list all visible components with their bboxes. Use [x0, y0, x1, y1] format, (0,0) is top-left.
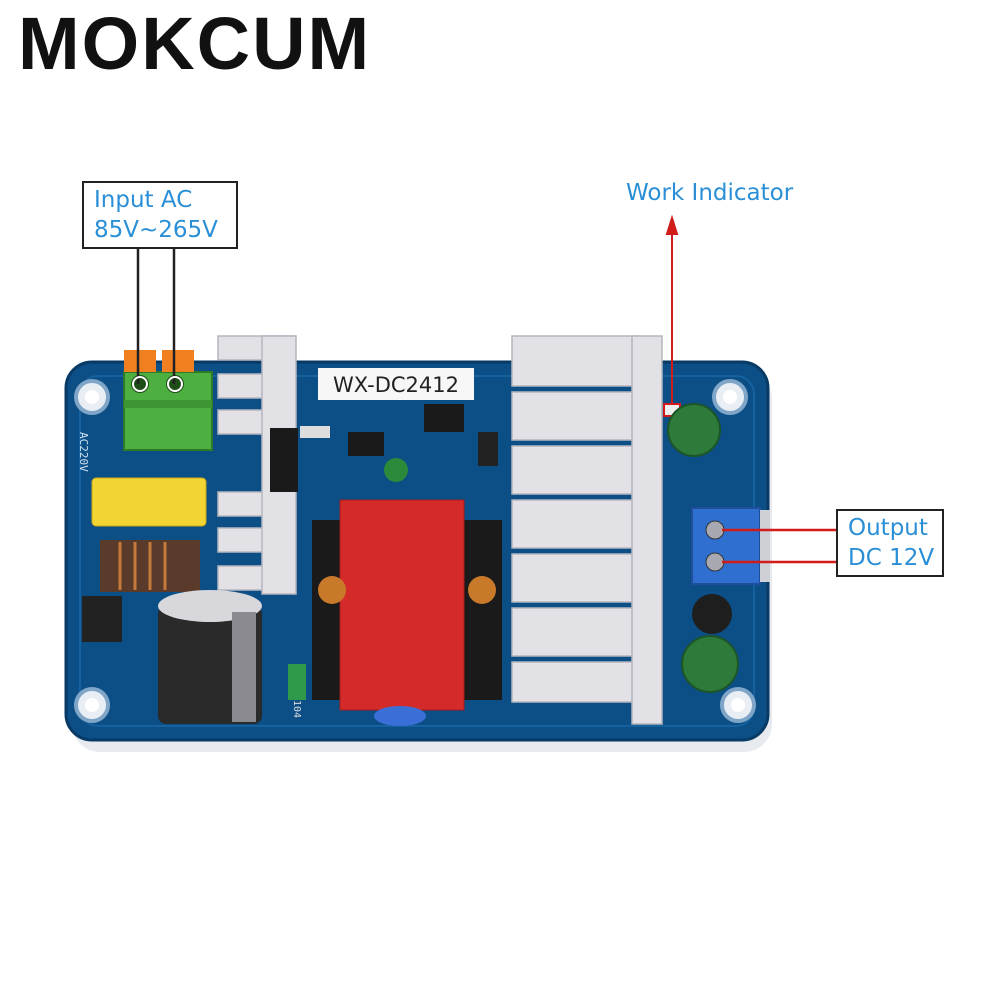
board-model-label: WX-DC2412: [333, 373, 459, 397]
transformer: [312, 499, 502, 711]
brand-logo: MOKCUM: [18, 2, 372, 85]
silk-ac-label: AC220V: [77, 432, 90, 472]
output-terminal-block: [691, 507, 770, 585]
input-label-line1: Input AC: [94, 187, 193, 213]
cap-marking: 104: [291, 700, 302, 718]
y-capacitor: [374, 706, 426, 726]
x-capacitor: [91, 477, 207, 527]
input-label-line2: 85V~265V: [94, 217, 218, 243]
output-label-line2: DC 12V: [848, 545, 935, 571]
output-leader-lines: [722, 528, 838, 564]
work-indicator-label: Work Indicator: [626, 180, 794, 206]
input-leader-lines: [136, 246, 176, 384]
output-label-line1: Output: [848, 515, 928, 541]
bulk-capacitor: [158, 590, 262, 724]
work-indicator-leader: [665, 214, 679, 404]
input-ac-callout: Input AC 85V~265V: [82, 181, 238, 249]
output-dc-callout: Output DC 12V: [836, 509, 944, 577]
right-heatsink: [511, 335, 663, 725]
